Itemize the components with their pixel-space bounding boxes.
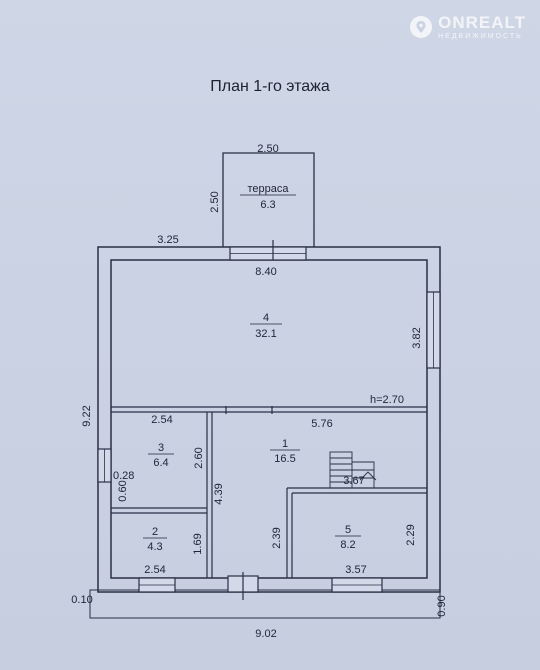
- dim-room2-depth: 1.69: [192, 533, 204, 554]
- dim-room5-width: 3.57: [345, 564, 366, 576]
- page-title: План 1-го этажа: [210, 78, 330, 95]
- dim-room3-width: 2.54: [151, 414, 172, 426]
- room1-number: 1: [282, 438, 288, 450]
- room5-area: 8.2: [340, 539, 355, 551]
- dim-terrace-width: 2.50: [257, 143, 278, 155]
- dim-room1-width: 5.76: [311, 418, 332, 430]
- room4-number: 4: [263, 312, 269, 324]
- dim-room1-depth: 4.39: [213, 483, 225, 504]
- dim-plinth-right: 0.90: [436, 595, 448, 616]
- stair-symbol: [329, 451, 377, 489]
- room2-area: 4.3: [147, 541, 162, 553]
- room2-number: 2: [152, 526, 158, 538]
- dim-terrace-depth: 2.50: [209, 191, 221, 212]
- dim-top-left: 3.25: [157, 234, 178, 246]
- plinth-outline: [89, 589, 441, 619]
- room5-number: 5: [345, 524, 351, 536]
- watermark-logo: ONREALT НЕДВИЖИМОСТЬ: [410, 14, 526, 40]
- dim-ceiling-height: h=2.70: [370, 394, 404, 406]
- room1-area: 16.5: [274, 453, 295, 465]
- terrace-name: терраса: [247, 183, 289, 195]
- dim-room5-right: 2.29: [405, 524, 417, 545]
- dim-room4-depth: 3.82: [411, 327, 423, 348]
- dim-room5-left: 2.39: [271, 527, 283, 548]
- room4-area: 32.1: [255, 328, 276, 340]
- location-pin-icon: [410, 16, 433, 38]
- dim-stair: 3.67: [343, 475, 364, 487]
- watermark-brand: ONREALT: [438, 13, 526, 32]
- dim-plinth-left: 0.10: [71, 594, 92, 606]
- dim-room4-width: 8.40: [255, 266, 276, 278]
- terrace-area: 6.3: [260, 199, 275, 211]
- watermark-subtitle: НЕДВИЖИМОСТЬ: [438, 33, 523, 40]
- dim-wall-a: 0.28: [113, 470, 134, 482]
- dim-room2-width: 2.54: [144, 564, 165, 576]
- terrace-outline: [222, 152, 315, 247]
- dim-wall-b: 0.60: [117, 480, 129, 501]
- room3-area: 6.4: [153, 457, 168, 469]
- dim-total-width: 9.02: [255, 628, 276, 640]
- dim-room3-depth: 2.60: [193, 447, 205, 468]
- room3-number: 3: [158, 442, 164, 454]
- dim-total-depth: 9.22: [81, 405, 93, 426]
